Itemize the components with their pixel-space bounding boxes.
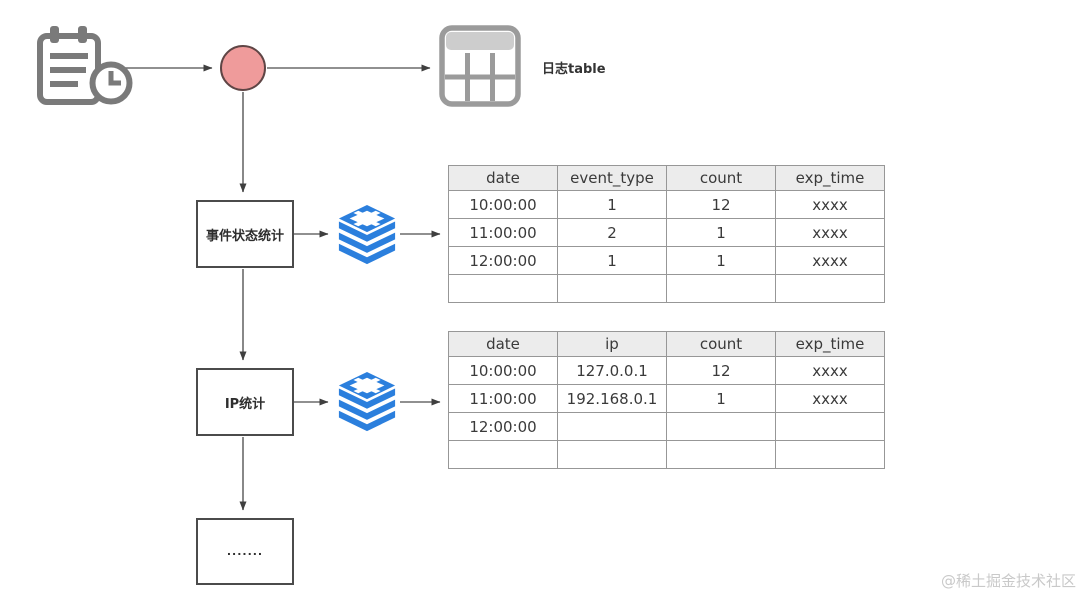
column-header: exp_time [775,165,885,191]
scheduled-log-icon [36,24,134,108]
table-cell: 12:00:00 [448,412,558,441]
log-table-icon [438,24,522,108]
column-header: ip [557,331,667,357]
table-cell [666,412,776,441]
table-cell: 2 [557,218,667,247]
table-cell: 10:00:00 [448,190,558,219]
table-cell: 1 [666,218,776,247]
node-ip-stats: IP统计 [196,368,294,436]
table-cell [775,274,885,303]
node-event-status-stats: 事件状态统计 [196,200,294,268]
table-cell [448,274,558,303]
table-cell: 11:00:00 [448,218,558,247]
column-header: date [448,331,558,357]
table-cell: 1 [666,246,776,275]
table-cell: 10:00:00 [448,356,558,385]
table-cell: xxxx [775,190,885,219]
table-cell [557,274,667,303]
table-cell: 12:00:00 [448,246,558,275]
node-label: IP统计 [224,396,266,412]
node-label: ....... [226,545,264,558]
watermark: @稀土掘金技术社区 [940,572,1076,590]
column-header: exp_time [775,331,885,357]
column-header: date [448,165,558,191]
table-cell: xxxx [775,356,885,385]
table-cell [775,412,885,441]
table-cell: xxxx [775,246,885,275]
redis-stack-icon [336,370,398,434]
table-cell [557,412,667,441]
table-cell: 12 [666,190,776,219]
table-cell: 1 [557,190,667,219]
table-cell: 11:00:00 [448,384,558,413]
node-more: ....... [196,518,294,585]
column-header: count [666,165,776,191]
column-header: event_type [557,165,667,191]
column-header: count [666,331,776,357]
table-cell: xxxx [775,384,885,413]
table-row: 12:00:00 [448,412,885,441]
table-cell: xxxx [775,218,885,247]
table-cell [666,440,776,469]
junction-circle-node [220,45,266,91]
node-label: 事件状态统计 [205,228,284,244]
table-cell [775,440,885,469]
redis-stack-icon [336,203,398,267]
table-cell: 1 [557,246,667,275]
table-cell: 12 [666,356,776,385]
table-cell: 1 [666,384,776,413]
table-cell: 192.168.0.1 [557,384,667,413]
table-cell [557,440,667,469]
log-table-label: 日志table [542,62,606,77]
table-cell [666,274,776,303]
table-row [448,440,885,469]
table-cell: 127.0.0.1 [557,356,667,385]
table-row [448,274,885,303]
table-cell [448,440,558,469]
